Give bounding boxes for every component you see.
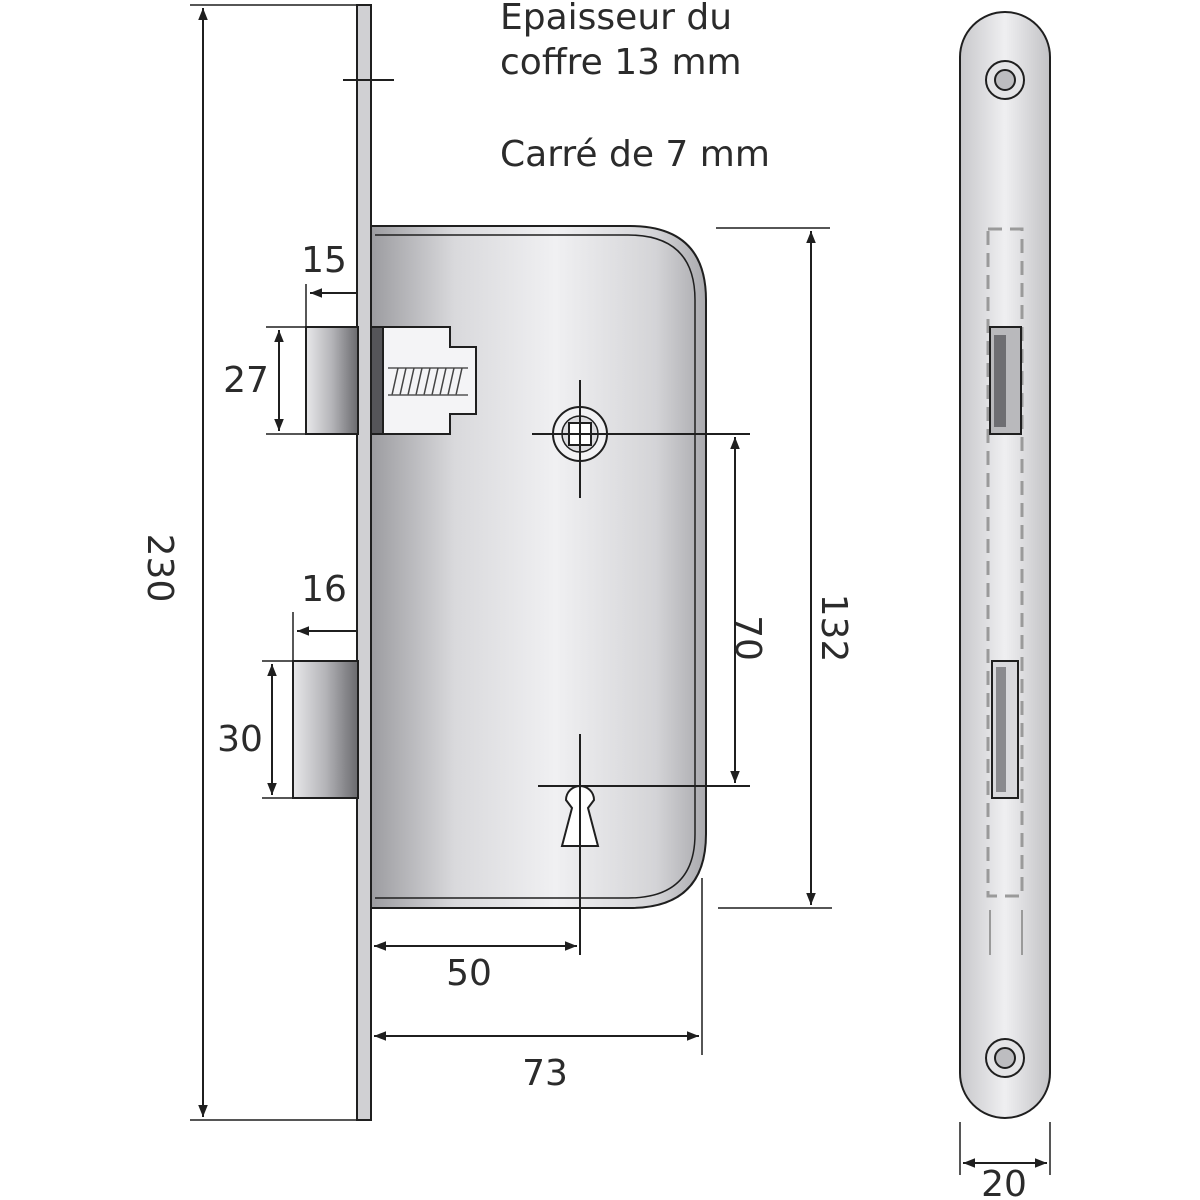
label-overall-height: 230 — [139, 534, 180, 603]
dim-case-width — [374, 878, 703, 1055]
latch-spring — [388, 367, 468, 396]
label-bolt-projection: 16 — [301, 569, 347, 610]
follower-square — [532, 380, 750, 498]
case-outline-dashed — [986, 227, 1024, 898]
dim-bolt-height — [262, 660, 293, 799]
note-thickness-line1: Epaisseur du — [500, 0, 732, 38]
dim-latch-height — [266, 326, 306, 435]
label-latch-projection: 15 — [301, 240, 347, 281]
dim-latch-projection — [305, 284, 357, 327]
note-square: Carré de 7 mm — [500, 134, 770, 175]
dim-bolt-projection — [292, 612, 357, 661]
label-backset: 50 — [446, 953, 492, 994]
side-faceplate — [959, 11, 1051, 1119]
latch-spring-block — [382, 326, 477, 435]
latch-bolt — [305, 326, 359, 435]
dim-overall-height — [190, 4, 357, 1121]
label-center-distance: 70 — [727, 615, 768, 661]
latch-housing — [370, 326, 384, 435]
lock-case-inner-edge — [375, 234, 696, 899]
label-latch-height: 27 — [223, 360, 269, 401]
dim-case-height — [716, 227, 832, 909]
keyhole — [538, 734, 750, 955]
note-thickness-line2: coffre 13 mm — [500, 42, 742, 83]
dim-faceplate-width — [959, 1122, 1051, 1175]
label-case-width: 73 — [522, 1053, 568, 1094]
label-faceplate-width: 20 — [981, 1164, 1027, 1200]
label-case-height: 132 — [813, 594, 854, 663]
dead-bolt — [292, 660, 359, 799]
label-bolt-height: 30 — [217, 719, 263, 760]
front-faceplate — [356, 4, 372, 1121]
